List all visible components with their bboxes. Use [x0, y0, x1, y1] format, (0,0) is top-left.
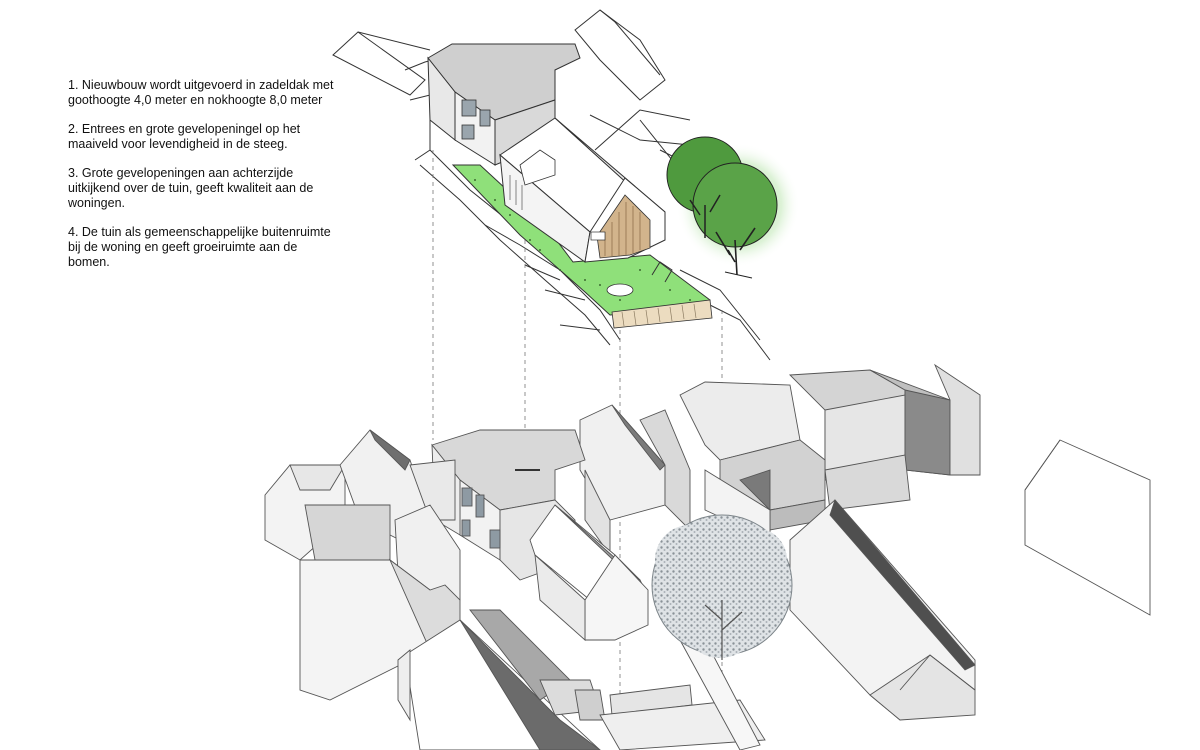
- new-house-pitched-roof: [499, 117, 666, 263]
- note-4: 4. De tuin als gemeenschappelijke buiten…: [68, 225, 331, 269]
- swing-set: [651, 261, 673, 283]
- note-3: 3. Grote gevelopeningen aan achterzijde …: [68, 166, 314, 210]
- note-1: 1. Nieuwbouw wordt uitgevoerd in zadelda…: [68, 78, 334, 107]
- projection-lines: [432, 150, 723, 720]
- detail-sketch: [332, 9, 800, 361]
- massing-model: [264, 363, 1151, 750]
- note-2: 2. Entrees en grote gevelopeningel op he…: [68, 122, 301, 151]
- garden-bench: [611, 299, 713, 329]
- green-trees: [666, 136, 800, 279]
- design-notes-list: 1. Nieuwbouw wordt uitgevoerd in zadelda…: [68, 78, 338, 284]
- grey-tree: [651, 514, 793, 660]
- lawn-speckles: [474, 179, 691, 301]
- garden-table: [606, 283, 634, 297]
